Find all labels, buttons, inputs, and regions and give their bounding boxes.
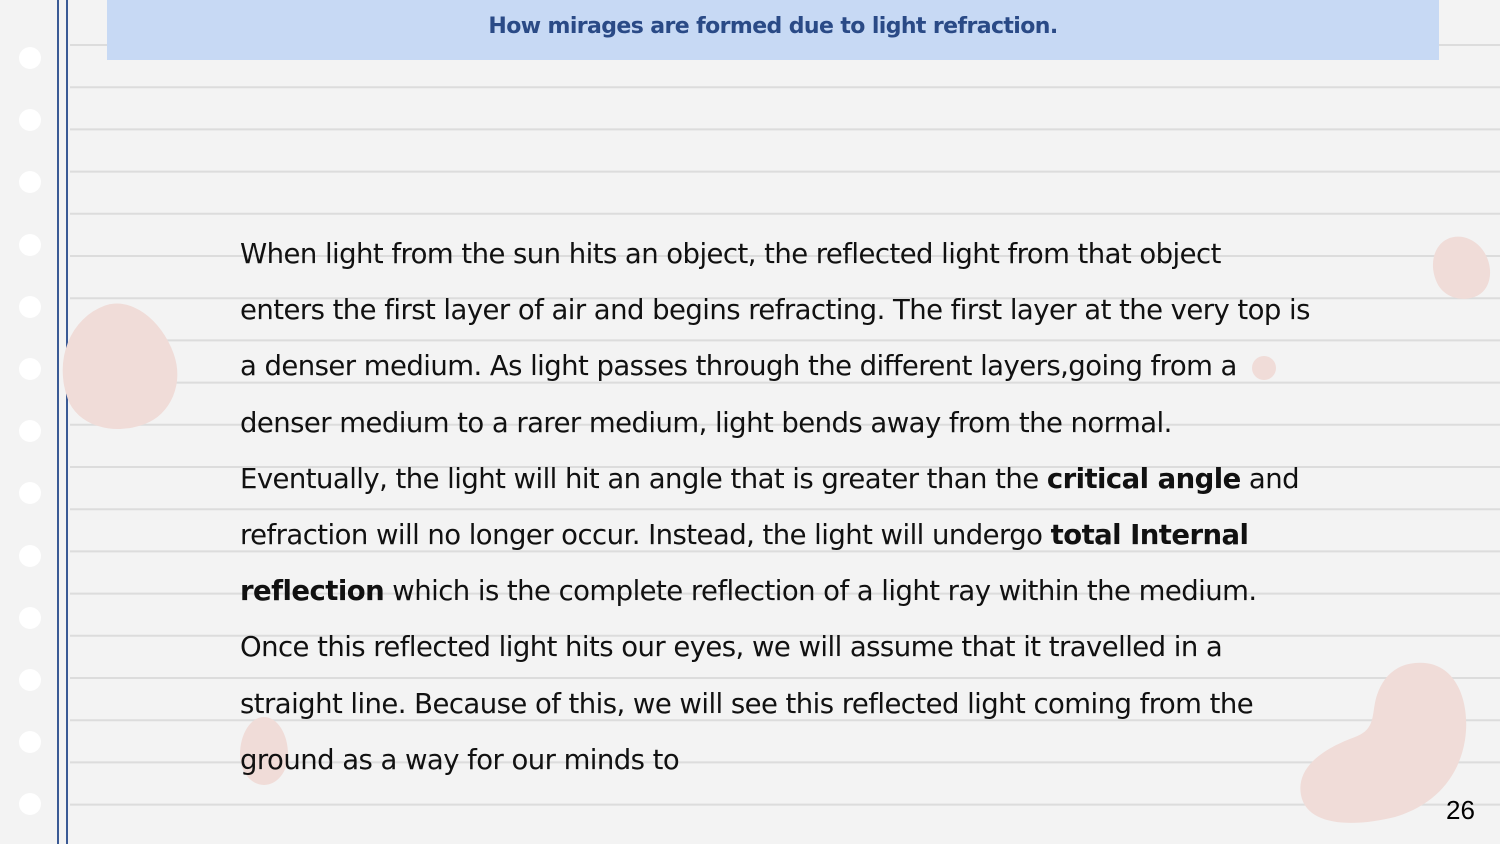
body-text-run: When light from the sun hits an object, … — [240, 238, 1310, 495]
binder-hole — [19, 544, 41, 567]
bold-term: critical angle — [1046, 462, 1241, 495]
binder-hole — [19, 109, 41, 132]
page-title: How mirages are formed due to light refr… — [488, 14, 1058, 39]
body-paragraph: When light from the sun hits an object, … — [240, 226, 1310, 788]
binder-hole — [19, 606, 41, 629]
binder-hole — [19, 482, 41, 505]
bold-term: total Internal reflection — [240, 519, 1249, 608]
title-bar: How mirages are formed due to light refr… — [107, 0, 1439, 60]
decorative-blob-small-bottom — [240, 717, 288, 785]
binder-hole — [19, 47, 41, 69]
binder-hole — [19, 295, 41, 318]
page-number: 26 — [1446, 795, 1475, 825]
binder-hole — [19, 420, 41, 443]
body-text-run: and refraction will no longer occur. Ins… — [240, 462, 1300, 552]
binder-hole — [19, 731, 41, 754]
decorative-dot — [1252, 356, 1276, 380]
binder-hole — [19, 793, 41, 816]
binder-hole — [19, 358, 41, 380]
binder-hole — [19, 171, 41, 194]
body-text-run: which is the complete reflection of a li… — [240, 575, 1257, 776]
binder-hole — [19, 233, 41, 256]
binder-hole — [19, 669, 41, 691]
decorative-blob-bottom-right — [1300, 662, 1467, 823]
